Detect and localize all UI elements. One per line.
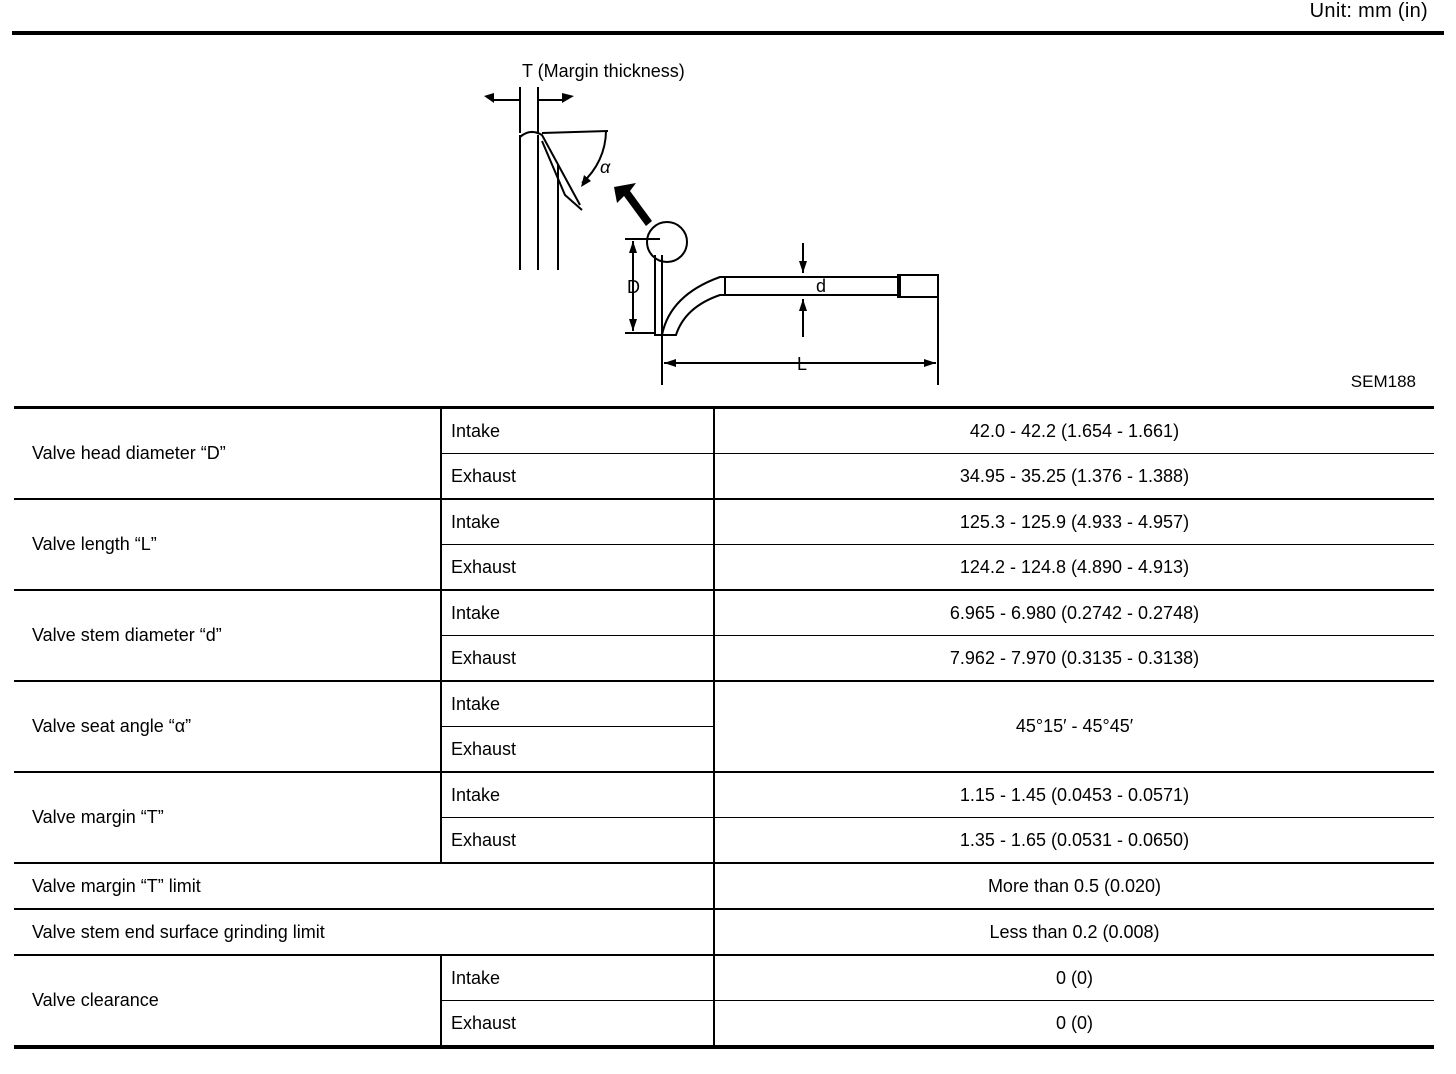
exhaust-label: Exhaust: [440, 544, 715, 591]
value-cell: 1.15 - 1.45 (0.0453 - 0.0571): [714, 771, 1434, 818]
exhaust-label: Exhaust: [440, 726, 715, 773]
figure-code: SEM188: [1350, 372, 1416, 391]
value-cell: 1.35 - 1.65 (0.0531 - 0.0650): [714, 817, 1434, 864]
table-row: Valve length “L” Intake 125.3 - 125.9 (4…: [14, 498, 1434, 591]
table-row: Exhaust 1.35 - 1.65 (0.0531 - 0.0650): [14, 817, 1434, 864]
row-label: Valve stem end surface grinding limit: [14, 908, 715, 956]
unit-label: Unit: mm (in): [1309, 0, 1428, 22]
value-cell: 6.965 - 6.980 (0.2742 - 0.2748): [714, 589, 1434, 636]
valve-diagram: T (Margin thickness) α D d L: [484, 61, 939, 385]
valve-spec-table: Valve head diameter “D” Intake 42.0 - 42…: [14, 406, 1434, 1049]
value-cell: 7.962 - 7.970 (0.3135 - 0.3138): [714, 635, 1434, 682]
value-cell: Less than 0.2 (0.008): [714, 908, 1434, 956]
head-diameter-label: D: [627, 277, 640, 297]
exhaust-label: Exhaust: [440, 635, 715, 682]
intake-label: Intake: [440, 680, 715, 727]
exhaust-label: Exhaust: [440, 1000, 715, 1049]
intake-label: Intake: [440, 954, 715, 1001]
row-label: Valve clearance: [14, 954, 441, 1049]
table-row: Valve seat angle “α” Intake 45°15′ - 45°…: [14, 680, 1434, 773]
table-row: Valve clearance Intake 0 (0): [14, 954, 1434, 1049]
table-row: Valve stem diameter “d” Intake 6.965 - 6…: [14, 589, 1434, 682]
value-cell: 45°15′ - 45°45′: [714, 680, 1434, 773]
value-cell: 34.95 - 35.25 (1.376 - 1.388): [714, 453, 1434, 500]
table-row: Exhaust 0 (0): [14, 1000, 1434, 1049]
value-cell: 125.3 - 125.9 (4.933 - 4.957): [714, 498, 1434, 545]
table-row: Valve margin “T” Intake 1.15 - 1.45 (0.0…: [14, 771, 1434, 864]
margin-thickness-label: T (Margin thickness): [522, 61, 685, 81]
row-label: Valve stem diameter “d”: [14, 589, 441, 682]
value-cell: More than 0.5 (0.020): [714, 862, 1434, 910]
table-row: Exhaust 7.962 - 7.970 (0.3135 - 0.3138): [14, 635, 1434, 682]
row-label: Valve margin “T”: [14, 771, 441, 864]
length-label: L: [797, 354, 807, 374]
value-cell: 124.2 - 124.8 (4.890 - 4.913): [714, 544, 1434, 591]
pointer-arrow: [614, 183, 652, 226]
alpha-label: α: [600, 157, 611, 177]
table-row: Valve stem end surface grinding limit Le…: [14, 908, 1434, 956]
stem-diameter-label: d: [816, 276, 826, 296]
exhaust-label: Exhaust: [440, 817, 715, 864]
value-cell: 0 (0): [714, 954, 1434, 1001]
table-row: Valve margin “T” limit More than 0.5 (0.…: [14, 862, 1434, 910]
row-label: Valve margin “T” limit: [14, 862, 715, 910]
row-label: Valve head diameter “D”: [14, 406, 441, 500]
table-row: Exhaust 34.95 - 35.25 (1.376 - 1.388): [14, 453, 1434, 500]
intake-label: Intake: [440, 771, 715, 818]
value-cell: 42.0 - 42.2 (1.654 - 1.661): [714, 406, 1434, 454]
row-label: Valve length “L”: [14, 498, 441, 591]
exhaust-label: Exhaust: [440, 453, 715, 500]
table-row: Exhaust: [14, 726, 1434, 773]
intake-label: Intake: [440, 498, 715, 545]
top-rule: [12, 31, 1444, 35]
valve-outline: [625, 221, 939, 385]
row-label: Valve seat angle “α”: [14, 680, 441, 773]
value-cell: 0 (0): [714, 1000, 1434, 1049]
intake-label: Intake: [440, 589, 715, 636]
table-row: Valve head diameter “D” Intake 42.0 - 42…: [14, 406, 1434, 500]
intake-label: Intake: [440, 406, 715, 454]
table-row: Exhaust 124.2 - 124.8 (4.890 - 4.913): [14, 544, 1434, 591]
margin-detail: [494, 87, 609, 270]
